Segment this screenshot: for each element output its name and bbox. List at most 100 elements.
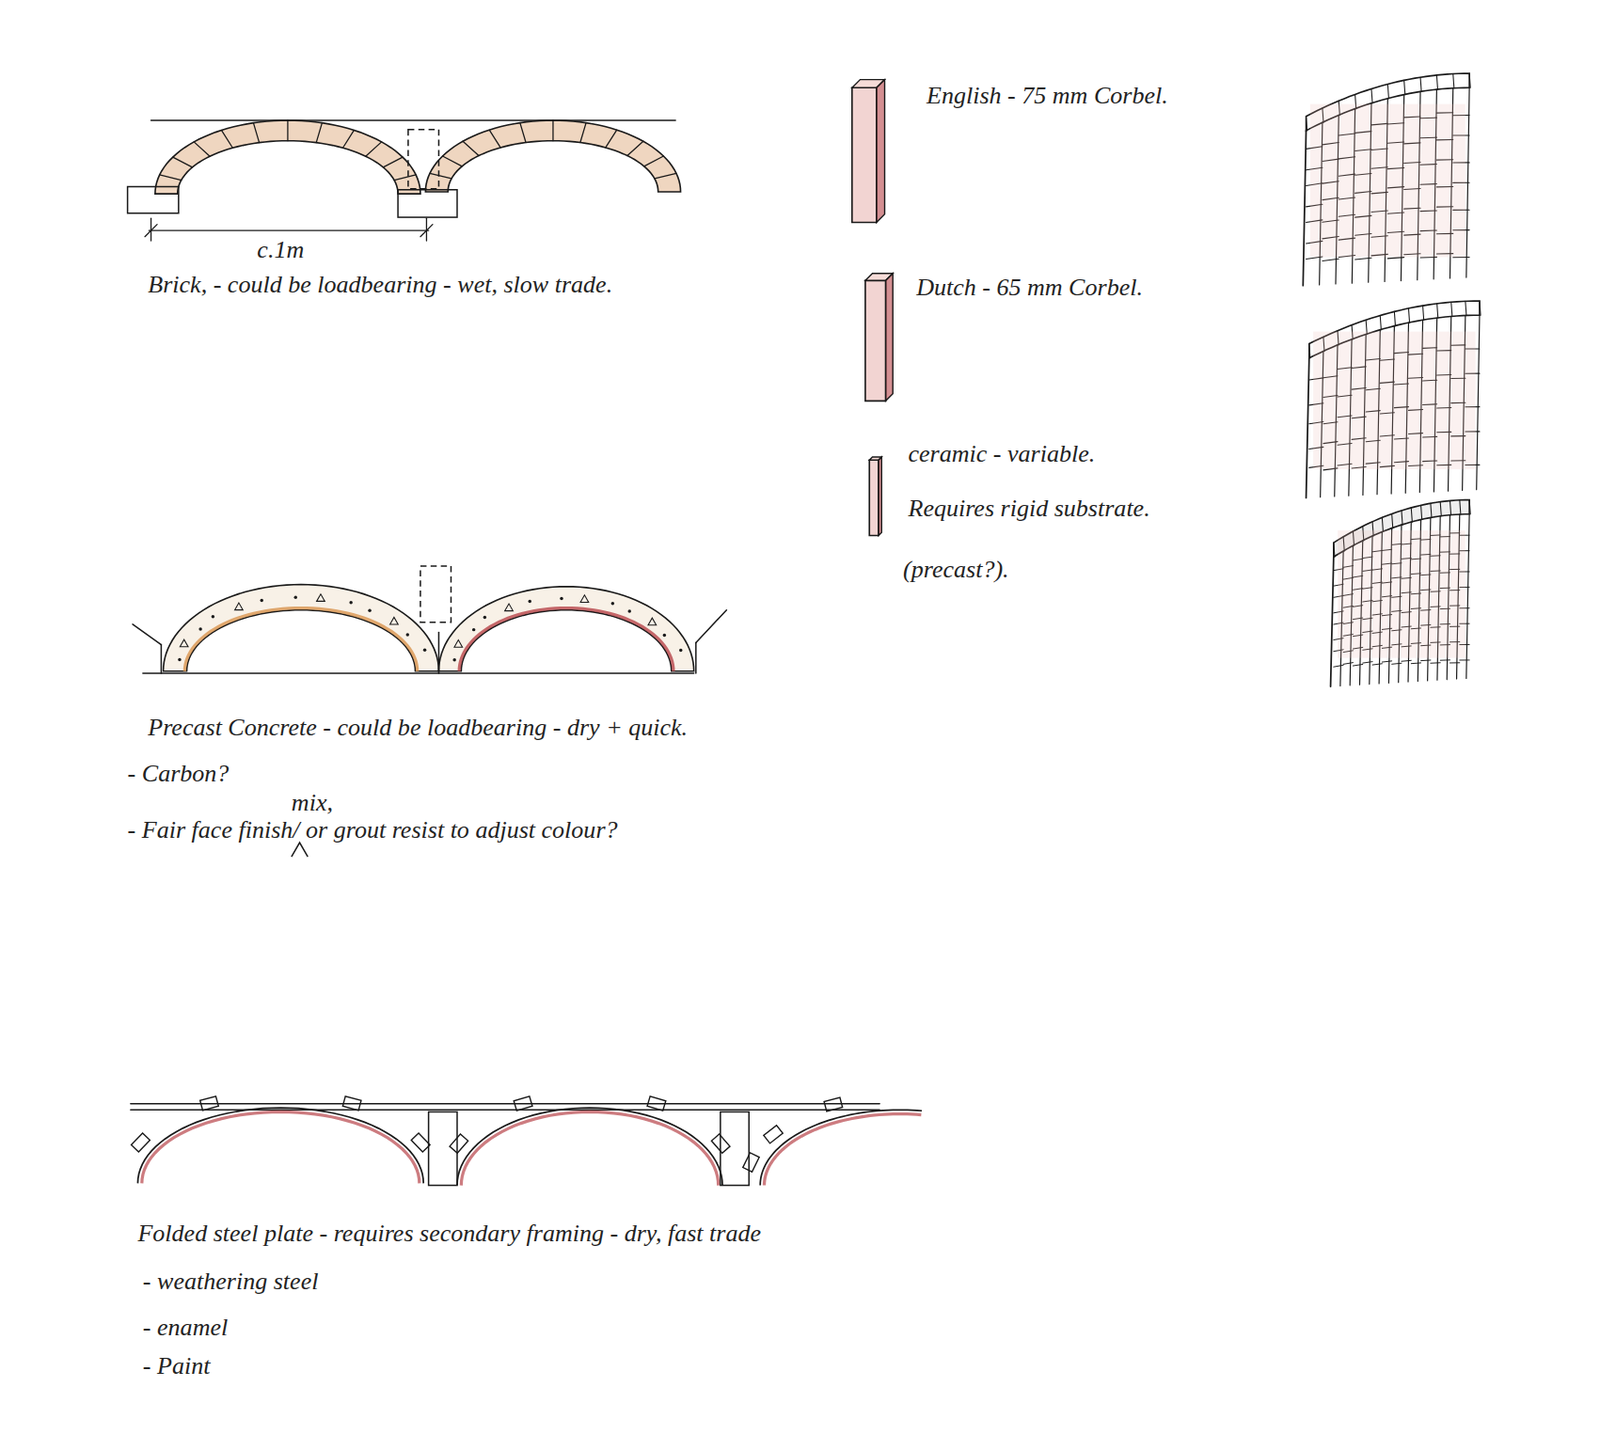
brick-side: [876, 79, 886, 223]
corbel-units: [852, 79, 893, 537]
steel-plate: [137, 1108, 424, 1184]
aggregate: [211, 615, 215, 618]
aggregate: [390, 617, 399, 625]
coping-joint: [1392, 513, 1394, 528]
coping-joint: [1387, 83, 1389, 98]
flare-line: [695, 642, 698, 674]
coping-joint: [1420, 77, 1422, 92]
panel-joint: [1330, 556, 1334, 687]
panel-bed-joint: [1343, 663, 1353, 666]
voussoir-joint: [429, 173, 452, 179]
voussoir-joint: [159, 174, 182, 181]
coping-joint: [1440, 502, 1442, 517]
steel-plate: [760, 1109, 922, 1186]
brick-side: [886, 273, 894, 402]
annotation-note: Dutch - 65 mm Corbel.: [916, 273, 1143, 301]
annotation-note: - Paint: [142, 1352, 211, 1380]
brick-arch: [155, 120, 421, 194]
panel-bed-joint: [1387, 257, 1404, 259]
panel-bed-joint: [1333, 665, 1344, 667]
steel-plate-sketch: [130, 1096, 922, 1187]
precast-arch: [438, 586, 694, 672]
dimension-label: c.1m: [256, 237, 304, 265]
voussoir-joint: [580, 123, 587, 143]
dimension-tick: [420, 224, 433, 238]
coping-joint: [1465, 300, 1467, 316]
annotation-note: English - 75 mm Corbel.: [926, 81, 1169, 110]
aggregate: [348, 601, 352, 604]
joist-outline: [408, 129, 440, 190]
panel-bed-joint: [1381, 661, 1392, 663]
aggregate: [505, 603, 514, 612]
coping-joint: [1379, 316, 1381, 331]
aggregate: [177, 658, 181, 662]
coping-joint: [1451, 301, 1453, 317]
panel-tint: [1313, 332, 1475, 470]
steel-post: [720, 1111, 749, 1186]
panel-joint: [1476, 315, 1480, 491]
aggregate: [559, 597, 563, 601]
brick-arch-sketch: [127, 120, 682, 241]
coping-joint: [1469, 500, 1471, 515]
steel-plate: [457, 1108, 723, 1186]
coping-joint: [1430, 503, 1432, 518]
intrados-colour: [459, 608, 674, 672]
flare-line: [160, 645, 163, 674]
panel-tint: [1337, 530, 1466, 659]
brick-unit: [869, 459, 879, 536]
aggregate: [454, 640, 463, 649]
panel-tint: [1310, 104, 1466, 258]
aggregate: [663, 633, 666, 637]
panel-bed-joint: [1440, 659, 1450, 661]
annotation-note: Brick, - could be loadbearing - wet, slo…: [147, 271, 613, 300]
wall-panels: [1302, 73, 1481, 687]
voussoir-joint: [627, 141, 644, 156]
aggregate: [179, 639, 189, 648]
panel-bed-joint: [1392, 663, 1402, 665]
aggregate: [483, 616, 487, 619]
floor-line: [130, 1103, 880, 1106]
aggregate: [528, 600, 532, 603]
annotation-note: ceramic - variable.: [907, 441, 1095, 469]
voussoir-joint: [462, 141, 479, 156]
plate-colour: [764, 1114, 922, 1187]
panel-bed-joint: [1421, 660, 1431, 663]
precast-arch-sketch: [132, 566, 727, 674]
voussoir-joint: [520, 123, 526, 143]
precast-arch: [163, 585, 440, 672]
aggregate: [259, 599, 263, 602]
panel-bed-joint: [1322, 258, 1339, 261]
aggregate: [316, 594, 326, 602]
brick-side: [878, 457, 882, 537]
brick-arch: [425, 120, 681, 192]
base-line: [142, 672, 695, 675]
coping-joint: [1410, 507, 1412, 523]
fixing-clip: [513, 1096, 533, 1111]
coping-joint: [1450, 500, 1452, 515]
annotation-note: - Fair face finish/: [127, 816, 301, 844]
fixing-clip: [647, 1096, 666, 1111]
fixing-clip: [823, 1097, 843, 1112]
panel-joint: [1466, 514, 1470, 680]
panel-bed-joint: [1355, 257, 1372, 260]
fixing-clip: [449, 1134, 469, 1154]
fixing-clip: [763, 1125, 783, 1144]
voussoir-joint: [286, 120, 288, 142]
annotation-note: - enamel: [142, 1314, 228, 1342]
insert-caret: [291, 842, 308, 857]
aggregate: [235, 602, 244, 611]
voussoir-joint: [644, 156, 665, 167]
joist-outline: [420, 566, 452, 623]
voussoir-joint: [654, 173, 677, 179]
coping-joint: [1333, 542, 1335, 557]
aggregate: [472, 628, 476, 632]
coping-joint: [1381, 517, 1383, 532]
dimension-tick: [144, 224, 158, 238]
voussoir-joint: [193, 142, 210, 157]
floor-line: [151, 119, 677, 122]
flare-line: [696, 610, 728, 644]
plate-colour: [142, 1111, 420, 1184]
annotation-note: mix,: [291, 790, 333, 818]
panel-joint: [1306, 358, 1310, 499]
voussoir-joint: [605, 129, 618, 148]
